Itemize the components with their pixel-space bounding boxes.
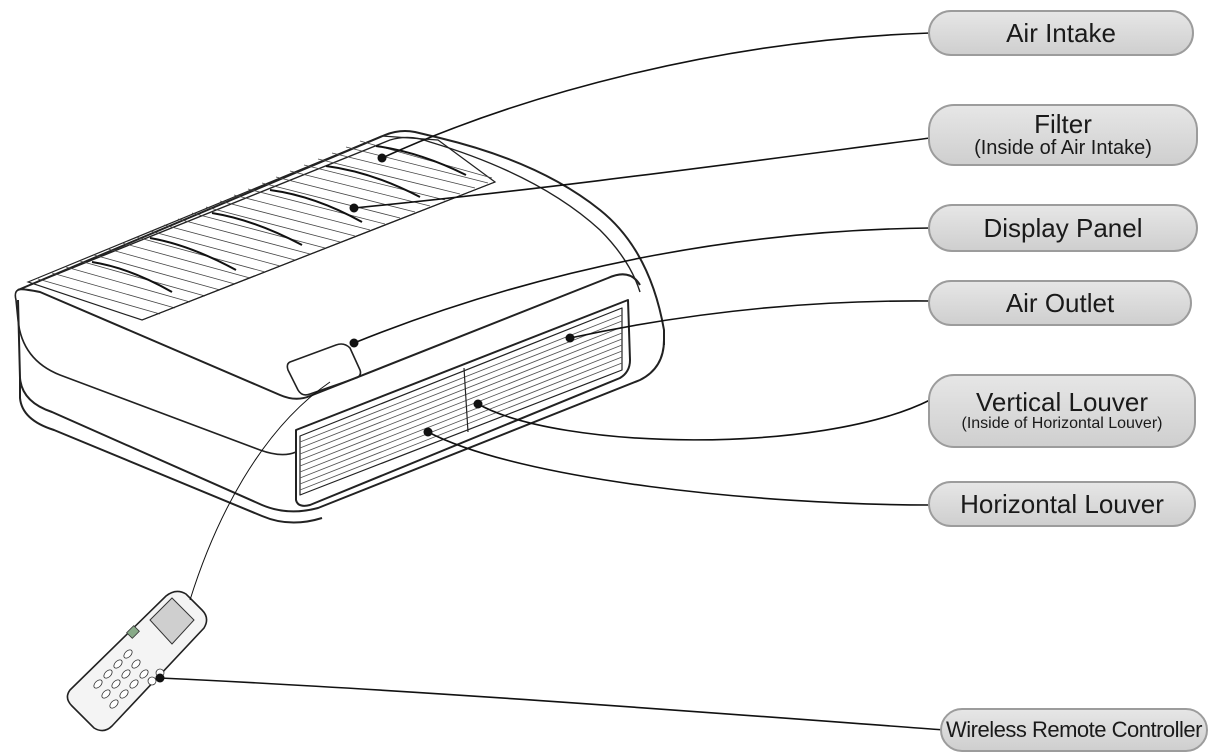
label-display-panel-text: Display Panel bbox=[983, 213, 1143, 243]
leader-display-panel bbox=[353, 227, 931, 344]
label-filter-text: Filter bbox=[1034, 109, 1092, 139]
label-vertical-louver-text: Vertical Louver bbox=[976, 387, 1148, 417]
label-filter-sub: (Inside of Air Intake) bbox=[974, 137, 1152, 159]
remote-controller bbox=[66, 590, 208, 732]
leader-filter bbox=[353, 137, 931, 209]
label-display-panel: Display Panel bbox=[928, 204, 1198, 252]
label-air-intake-text: Air Intake bbox=[1006, 18, 1116, 48]
leader-dots bbox=[155, 153, 575, 683]
leader-display-to-remote bbox=[189, 381, 331, 601]
air-intake-grille bbox=[26, 135, 497, 321]
indoor-unit bbox=[14, 130, 665, 524]
leader-vertical-louver bbox=[477, 399, 931, 441]
label-remote-text: Wireless Remote Controller bbox=[946, 717, 1202, 742]
label-vertical-louver: Vertical Louver (Inside of Horizontal Lo… bbox=[928, 374, 1196, 448]
leader-air-outlet bbox=[569, 300, 931, 339]
leader-horizontal-louver bbox=[427, 431, 931, 506]
label-air-outlet-text: Air Outlet bbox=[1005, 288, 1115, 318]
leader-lines bbox=[159, 32, 946, 731]
leader-air-intake bbox=[381, 32, 931, 159]
label-remote: Wireless Remote Controller bbox=[940, 708, 1208, 752]
label-vertical-louver-sub: (Inside of Horizontal Louver) bbox=[961, 415, 1163, 432]
label-air-intake: Air Intake bbox=[928, 10, 1194, 56]
label-filter: Filter (Inside of Air Intake) bbox=[928, 104, 1198, 166]
label-horizontal-louver: Horizontal Louver bbox=[928, 481, 1196, 527]
leader-remote bbox=[159, 677, 946, 731]
label-horizontal-louver-text: Horizontal Louver bbox=[960, 489, 1164, 519]
label-air-outlet: Air Outlet bbox=[928, 280, 1192, 326]
